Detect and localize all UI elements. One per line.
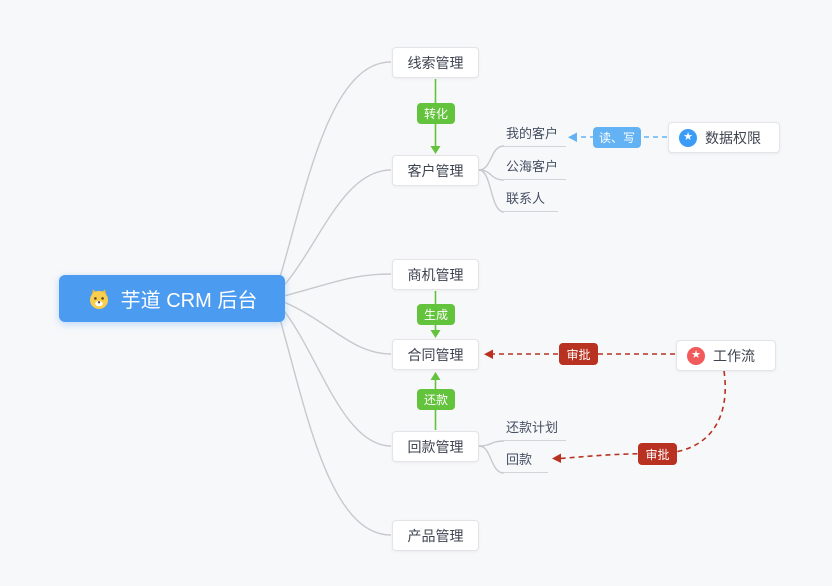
node-repayment-plan-label: 还款计划 <box>506 420 559 435</box>
branch-products-line <box>277 311 392 536</box>
node-my-customers[interactable]: 我的客户 <box>504 125 566 147</box>
node-workflow-label: 工作流 <box>713 347 755 364</box>
edge-convert-arrowhead <box>430 146 441 154</box>
edge-label-generate-text: 生成 <box>423 308 448 322</box>
node-products[interactable]: 产品管理 <box>392 520 479 551</box>
node-products-label: 产品管理 <box>407 527 464 544</box>
root-node-label: 芋道 CRM 后台 <box>120 290 258 312</box>
edge-label-read-write-text: 读、写 <box>598 131 635 145</box>
branch-leads-line <box>277 61 392 285</box>
star-icon: ★ <box>679 128 697 147</box>
node-leads[interactable]: 线索管理 <box>392 47 479 78</box>
edge-approve-contract-arrowhead <box>484 349 493 359</box>
edge-approve-receivable-arrowhead <box>552 453 561 463</box>
edge-label-repay-text: 还款 <box>423 393 448 407</box>
edge-label-generate: 生成 <box>417 304 455 325</box>
node-workflow[interactable]: ★ 工作流 <box>676 340 776 371</box>
node-contacts-label: 联系人 <box>506 191 546 206</box>
branch-customers-line <box>280 169 392 290</box>
star-icon: ★ <box>687 346 705 365</box>
node-receivables-label: 回款管理 <box>407 438 464 455</box>
edge-label-convert: 转化 <box>417 103 455 124</box>
node-repayment-plan[interactable]: 还款计划 <box>504 419 566 441</box>
edge-label-repay: 还款 <box>417 389 455 410</box>
node-leads-label: 线索管理 <box>407 54 464 71</box>
node-data-permission[interactable]: ★ 数据权限 <box>668 122 780 153</box>
branch-opportunities-line <box>283 273 392 297</box>
node-opportunities-label: 商机管理 <box>407 266 464 283</box>
edge-label-convert-text: 转化 <box>423 107 448 121</box>
branch-repayment-plan-line <box>478 440 505 447</box>
edge-label-approve-receivable: 审批 <box>638 443 677 465</box>
edge-generate-arrowhead <box>430 330 441 338</box>
node-contacts[interactable]: 联系人 <box>504 190 558 212</box>
edge-read-write-arrowhead <box>568 132 577 142</box>
edge-label-approve-receivable-text: 审批 <box>645 447 670 462</box>
node-contracts-label: 合同管理 <box>407 346 464 363</box>
node-data-permission-label: 数据权限 <box>705 129 761 146</box>
branch-pool-customers-line <box>478 169 505 181</box>
node-customers-label: 客户管理 <box>407 162 464 179</box>
branch-repayment-line <box>478 445 505 474</box>
node-repayment[interactable]: 回款 <box>504 451 548 473</box>
node-my-customers-label: 我的客户 <box>506 126 559 141</box>
node-repayment-label: 回款 <box>506 452 533 467</box>
branch-contracts-line <box>283 301 392 355</box>
branch-my-customers-line <box>478 145 505 171</box>
dog-icon <box>87 287 111 311</box>
node-customers[interactable]: 客户管理 <box>392 155 479 186</box>
root-node-crm-backend[interactable]: 芋道 CRM 后台 <box>59 275 285 322</box>
branch-contacts-line <box>478 169 505 213</box>
node-receivables[interactable]: 回款管理 <box>392 431 479 462</box>
node-pool-customers-label: 公海客户 <box>506 159 559 174</box>
branch-receivables-line <box>280 306 392 447</box>
edge-label-read-write: 读、写 <box>593 127 641 148</box>
node-opportunities[interactable]: 商机管理 <box>392 259 479 290</box>
edge-label-approve-contract: 审批 <box>559 343 598 365</box>
edge-repay-arrowhead <box>430 372 441 380</box>
node-pool-customers[interactable]: 公海客户 <box>504 158 566 180</box>
node-contracts[interactable]: 合同管理 <box>392 339 479 370</box>
edge-label-approve-contract-text: 审批 <box>566 347 591 362</box>
